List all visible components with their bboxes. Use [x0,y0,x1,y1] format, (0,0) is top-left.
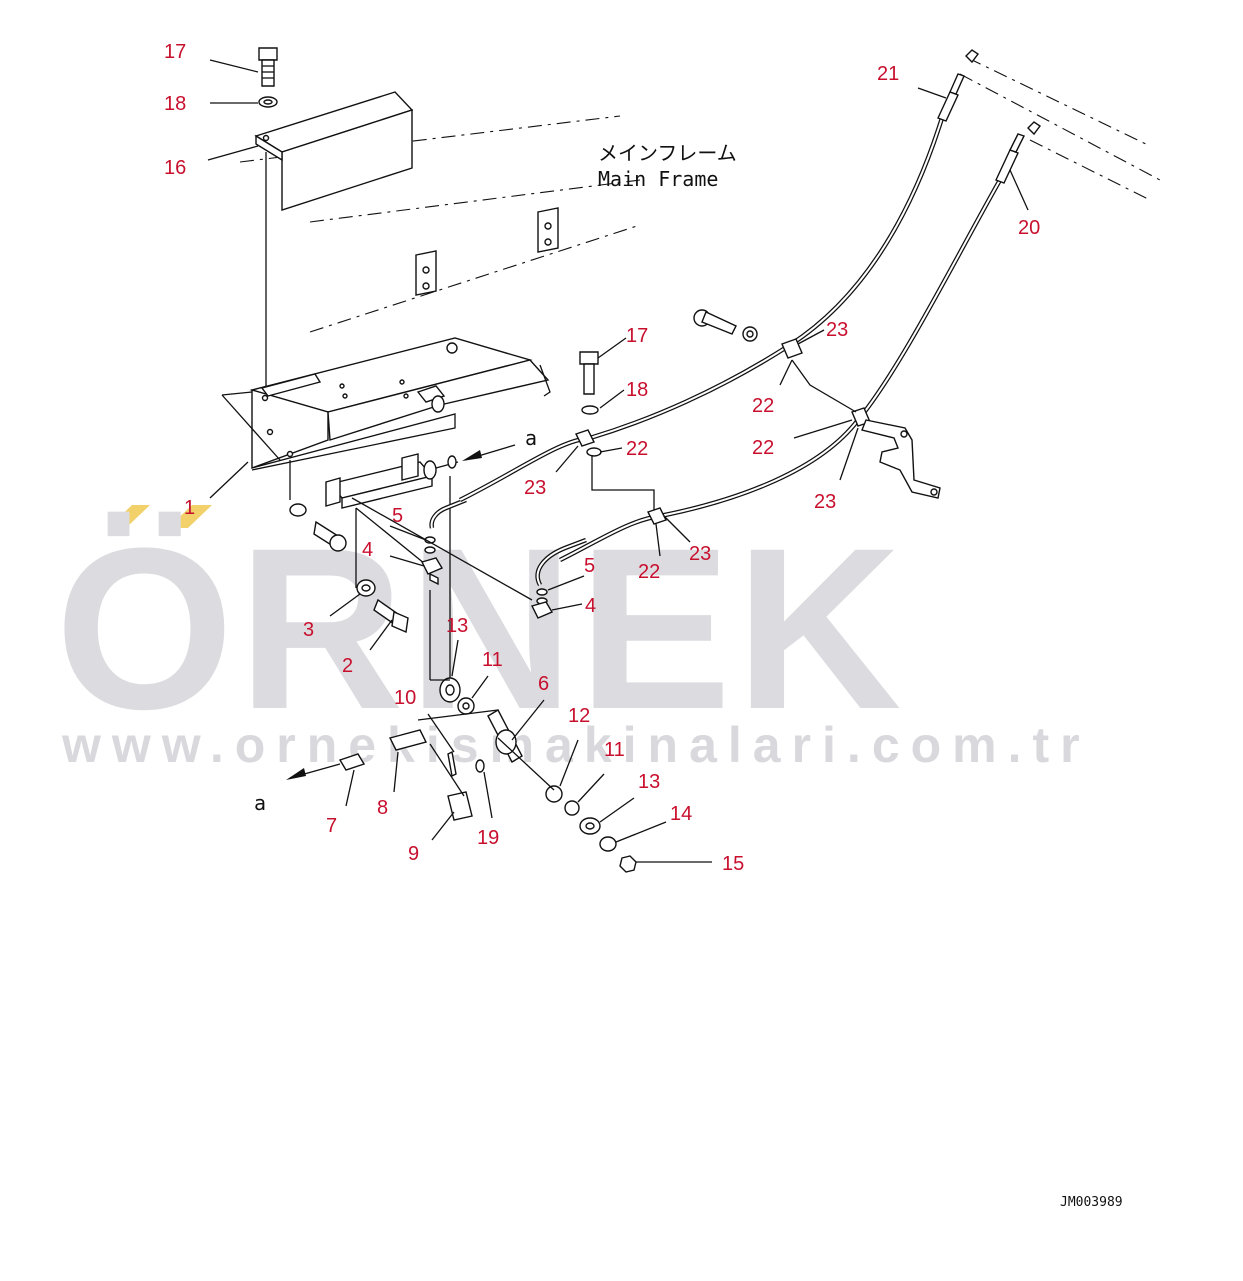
callout-15: 15 [722,853,744,875]
bolt-top [258,47,278,87]
callout-4-left: 4 [362,539,373,561]
main-frame-label-en: Main Frame [598,167,718,191]
hose-fitting-20 [995,133,1025,184]
main-frame-right [959,49,1161,201]
bracket [249,337,551,471]
callout-22-b: 22 [638,561,660,583]
callout-1: 1 [184,497,195,519]
callout-14: 14 [670,803,692,825]
callout-23-b: 23 [689,543,711,565]
callout-5-right: 5 [584,555,595,577]
callout-10: 10 [394,687,416,709]
watermark: ÖRNEK www.ornekismakinalari.com.tr [55,500,1091,773]
callout-22-d: 22 [752,437,774,459]
watermark-url: www.ornekismakinalari.com.tr [61,717,1091,773]
callout-23-a: 23 [524,477,546,499]
callout-7: 7 [326,815,337,837]
callout-12: 12 [568,705,590,727]
callout-13-upper: 13 [446,615,468,637]
bolt-middle [579,351,599,395]
elbow-fitting-left [420,536,444,586]
main-frame-label-jp: メインフレーム [598,141,737,165]
callout-17-top: 17 [164,41,186,63]
callouts: 17 18 16 1 5 4 3 2 13 11 10 6 12 11 13 1… [164,41,1040,875]
callout-18-middle: 18 [626,379,648,401]
callout-6: 6 [538,673,549,695]
clamp-a [575,429,602,457]
watermark-accent-right [168,505,212,528]
callout-11-lower: 11 [604,739,625,761]
washer-left [289,503,307,517]
callout-16: 16 [164,157,186,179]
mount-bracket-right [861,419,941,499]
leader-lines [207,59,1029,863]
watermark-accent-left [108,505,150,528]
bolt-clamp [693,309,737,335]
clamp-b [647,507,667,525]
callout-4-right: 4 [585,595,596,617]
drawing-code: JM003989 [1060,1195,1123,1210]
main-frame-outline: メインフレーム Main Frame [239,115,737,333]
callout-9: 9 [408,843,419,865]
callout-3: 3 [303,619,314,641]
valve [416,385,446,413]
callout-23-d: 23 [814,491,836,513]
clamp-c [781,338,803,359]
callout-20: 20 [1018,217,1040,239]
callout-18-top: 18 [164,93,186,115]
bolt-left [313,520,347,552]
callout-11-upper: 11 [482,649,503,671]
callout-8: 8 [377,797,388,819]
cover-plate [254,91,414,211]
elbow-fitting-right [530,537,587,619]
cylinder [325,453,459,509]
callout-5-left: 5 [392,505,403,527]
connector-mark-top: a [525,426,537,450]
callout-19: 19 [477,827,499,849]
callout-23-c: 23 [826,319,848,341]
callout-13-lower: 13 [638,771,660,793]
bolt-2 [373,598,409,634]
callout-22-a: 22 [626,438,648,460]
watermark-brand: ÖRNEK [55,500,906,757]
hose-fitting-21 [937,73,965,122]
connector-mark-bottom: a [254,791,266,815]
callout-22-c: 22 [752,395,774,417]
callout-2: 2 [342,655,353,677]
callout-21: 21 [877,63,899,85]
callout-17-middle: 17 [626,325,648,347]
